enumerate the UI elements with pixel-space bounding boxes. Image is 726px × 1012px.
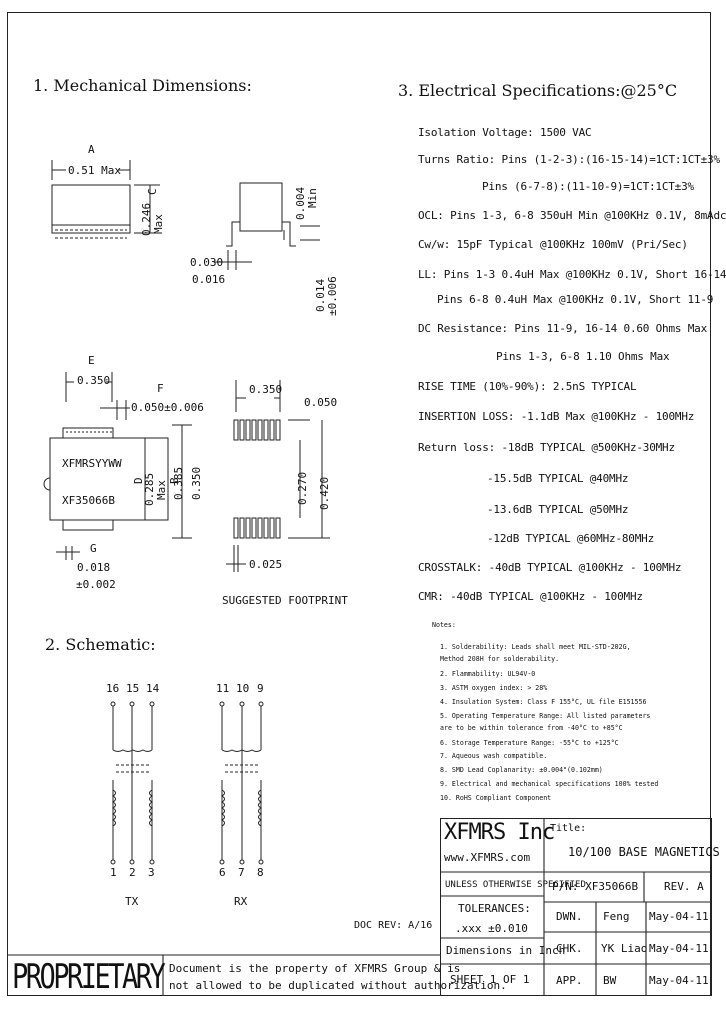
dim-a-label: A [88, 143, 95, 156]
unless-specified: UNLESS OTHERWISE SPECIFIED [445, 880, 586, 890]
company-website[interactable]: www.XFMRS.com [444, 851, 531, 864]
part-marking-2: XF35066B [62, 494, 115, 507]
note-10: 10. RoHS Compliant Component [440, 794, 552, 802]
dim-f-label: F [157, 382, 164, 395]
tx-pin-15: 15 [126, 682, 140, 695]
dim-g-label: G [90, 542, 97, 555]
spec-insertion-loss: INSERTION LOSS: -1.1dB Max @100KHz - 100… [418, 410, 695, 423]
dwn-date: May-04-11 [649, 910, 709, 923]
spec-cmr: CMR: -40dB TYPICAL @100KHz - 100MHz [418, 590, 643, 603]
drawing-frame [7, 12, 711, 996]
note-2: 2. Flammability: UL94V-0 [440, 670, 536, 678]
notes-title: Notes: [432, 621, 456, 629]
spec-ll-2: Pins 6-8 0.4uH Max @100KHz 0.1V, Short 1… [437, 293, 714, 306]
rx-pin-7: 7 [238, 866, 245, 879]
spec-rise-time: RISE TIME (10%-90%): 2.5nS TYPICAL [418, 380, 637, 393]
dimensions-unit: Dimensions in Inch [446, 944, 566, 957]
chk-label: CHK. [556, 942, 583, 955]
tx-pin-14: 14 [146, 682, 160, 695]
note-4: 4. Insulation System: Class F 155°C, UL … [440, 698, 647, 706]
dim-lead-030: 0.030 [190, 256, 224, 269]
spec-ocl: OCL: Pins 1-3, 6-8 350uH Min @100KHz 0.1… [418, 209, 726, 222]
tolerances-value: .xxx ±0.010 [455, 922, 528, 935]
app-name: BW [603, 974, 617, 987]
note-5b: are to be within tolerance from -40°C to… [440, 724, 623, 732]
dwn-name: Feng [603, 910, 630, 923]
spec-dcr-2: Pins 1-3, 6-8 1.10 Ohms Max [496, 350, 670, 363]
note-5a: 5. Operating Temperature Range: All list… [440, 712, 651, 720]
title-block [440, 818, 712, 996]
spec-return-loss-1: Return loss: -18dB TYPICAL @500KHz-30MHz [418, 441, 675, 454]
dim-e-label: E [88, 354, 95, 367]
note-6: 6. Storage Temperature Range: -55°C to +… [440, 739, 619, 747]
revision: REV. A [664, 880, 704, 893]
rx-pin-10: 10 [236, 682, 250, 695]
spec-turns-ratio-2: Pins (6-7-8):(11-10-9)=1CT:1CT±3% [482, 180, 694, 193]
sheet-number: SHEET 1 OF 1 [450, 973, 530, 986]
rx-pin-9: 9 [257, 682, 264, 695]
spec-return-loss-4: -12dB TYPICAL @60MHz-80MHz [487, 532, 654, 545]
proprietary-note-2: not allowed to be duplicated without aut… [169, 979, 507, 992]
rx-pin-11: 11 [216, 682, 230, 695]
spec-return-loss-2: -15.5dB TYPICAL @40MHz [487, 472, 629, 485]
rx-pin-8: 8 [257, 866, 264, 879]
dim-g-value-1: 0.018 [77, 561, 111, 574]
footprint-label: SUGGESTED FOOTPRINT [222, 594, 348, 607]
note-1b: Method 208H for solderability. [440, 655, 560, 663]
chk-date: May-04-11 [649, 942, 709, 955]
proprietary-label: PROPRIETARY [12, 958, 166, 997]
dim-a-value: 0.51 Max [68, 164, 121, 177]
part-marking-1: XFMRSYYWW [62, 457, 122, 470]
tx-pin-16: 16 [106, 682, 120, 695]
schematic-drawing [110, 701, 264, 865]
title-label: Title: [550, 823, 587, 834]
note-7: 7. Aqueous wash compatible. [440, 752, 548, 760]
spec-dcr-1: DC Resistance: Pins 11-9, 16-14 0.60 Ohm… [418, 322, 708, 335]
tolerances-label: TOLERANCES: [458, 902, 531, 915]
company-name: XFMRS Inc [444, 820, 555, 845]
app-label: APP. [556, 974, 583, 987]
dim-e-value: 0.350 [77, 374, 111, 387]
dim-g-value-2: ±0.002 [76, 578, 116, 591]
dim-f-value: 0.050±0.006 [131, 401, 204, 414]
spec-turns-ratio-1: Turns Ratio: Pins (1-2-3):(16-15-14)=1CT… [418, 153, 720, 166]
tx-label: TX [125, 895, 139, 908]
electrical-heading: 3. Electrical Specifications:@25°C [398, 81, 678, 100]
spec-isolation: Isolation Voltage: 1500 VAC [418, 126, 592, 139]
spec-cww: Cw/w: 15pF Typical @100KHz 100mV (Pri/Se… [418, 238, 688, 251]
tx-pin-2: 2 [129, 866, 136, 879]
mech-drawing [43, 160, 330, 572]
spec-return-loss-3: -13.6dB TYPICAL @50MHz [487, 503, 629, 516]
spec-ll-1: LL: Pins 1-3 0.4uH Max @100KHz 0.1V, Sho… [418, 268, 726, 281]
doc-revision: DOC REV: A/16 [354, 920, 433, 931]
app-date: May-04-11 [649, 974, 709, 987]
tx-pin-3: 3 [148, 866, 155, 879]
dwn-label: DWN. [556, 910, 583, 923]
spec-crosstalk: CROSSTALK: -40dB TYPICAL @100KHz - 100MH… [418, 561, 682, 574]
note-8: 8. SMD Lead Coplanarity: ±0.004"(0.102mm… [440, 766, 603, 774]
fp-dim-025: 0.025 [249, 558, 283, 571]
part-number: P/N: XF35066B [552, 880, 639, 893]
drawing-title: 10/100 BASE MAGNETICS [568, 845, 720, 859]
mechanical-heading: 1. Mechanical Dimensions: [33, 76, 252, 95]
note-3: 3. ASTM oxygen index: > 28% [440, 684, 548, 692]
fp-dim-350: 0.350 [249, 383, 283, 396]
rx-pin-6: 6 [219, 866, 226, 879]
schematic-heading: 2. Schematic: [45, 635, 156, 654]
fp-dim-050: 0.050 [304, 396, 338, 409]
rx-label: RX [234, 895, 248, 908]
note-9: 9. Electrical and mechanical specificati… [440, 780, 659, 788]
proprietary-note-1: Document is the property of XFMRS Group … [169, 962, 461, 975]
chk-name: YK Liao [601, 942, 648, 955]
tx-pin-1: 1 [110, 866, 117, 879]
note-1a: 1. Solderability: Leads shall meet MIL-S… [440, 643, 631, 651]
dim-lead-016: 0.016 [192, 273, 226, 286]
